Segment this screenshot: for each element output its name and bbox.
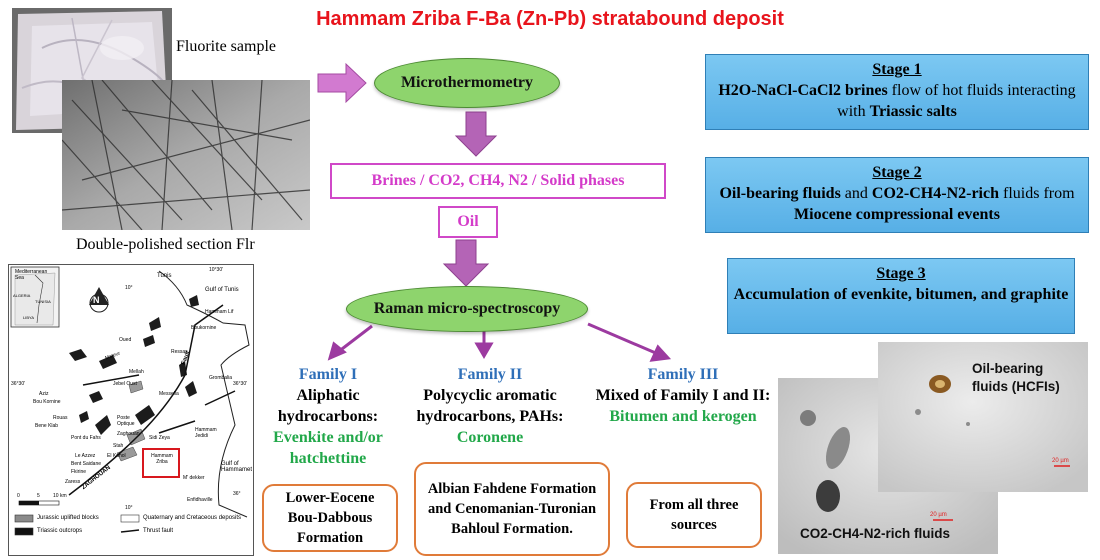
map-scale-label: 10 km <box>53 493 67 499</box>
family-1-example: Evenkite and/or hatchettine <box>273 429 383 467</box>
map-place: Bene Klab <box>35 423 59 429</box>
map-coord: 10° <box>125 285 133 291</box>
map-place: LIBYA <box>23 315 35 320</box>
map-place: Aziz <box>39 391 49 397</box>
geological-map: N Tunis Gulf of Tunis Mediterranean Sea … <box>8 264 254 556</box>
family-1-desc: Aliphatic hydrocarbons: <box>277 387 379 425</box>
map-coord: 10° <box>125 505 133 511</box>
family-1-title: Family I <box>298 366 358 383</box>
map-place: Messella <box>159 391 179 397</box>
section-caption: Double-polished section Flr <box>76 236 255 253</box>
family-3-title: Family III <box>647 366 719 383</box>
stage-1-title: Stage 1 <box>872 61 922 78</box>
oil-fluid-micrograph <box>878 342 1088 492</box>
map-legend-item: Thrust fault <box>143 528 174 534</box>
family-3-desc: Mixed of Family I and II: <box>595 387 771 404</box>
family-2-example: Coronene <box>456 429 524 446</box>
family-3-example: Bitumen and kerogen <box>609 408 757 425</box>
family-3-source-box: From all three sources <box>626 482 762 548</box>
map-place: Poste Optique <box>117 415 135 427</box>
map-place: Rouas <box>53 415 68 421</box>
map-place: TUNISIA <box>35 299 51 304</box>
stage-3-box: Stage 3 Accumulation of evenkite, bitume… <box>727 258 1075 334</box>
arrow-right-icon <box>317 62 367 104</box>
map-legend-item: Jurassic uplifted blocks <box>37 515 99 521</box>
polished-section-photo <box>62 80 310 230</box>
co2-fluid-label: CO2-CH4-N2-rich fluids <box>800 526 951 541</box>
map-place: Zaghouan <box>117 431 140 437</box>
raman-label: Raman micro-spectroscopy <box>373 300 561 317</box>
oil-label: Oil <box>457 213 479 230</box>
map-place: Tunis <box>157 273 172 279</box>
map-place: Hammam Lif <box>205 309 234 315</box>
map-scale-label: 0 <box>17 493 20 499</box>
arrow-down-icon <box>454 111 498 157</box>
microthermometry-label: Microthermometry <box>400 74 534 91</box>
map-coord: 36°30' <box>233 381 248 387</box>
family-3-source: From all three sources <box>649 497 739 533</box>
family-1: Family I Aliphatic hydrocarbons: Evenkit… <box>248 364 408 469</box>
map-place: Bou Kornine <box>33 399 61 405</box>
oil-fluid-label: Oil-bearing fluids (HCFIs) <box>972 361 1060 394</box>
stage-1-text: H2O-NaCl-CaCl2 brines flow of hot fluids… <box>718 82 1076 120</box>
stage-2-box: Stage 2 Oil-bearing fluids and CO2-CH4-N… <box>705 157 1089 233</box>
map-coord: 36° <box>233 491 241 497</box>
map-place: Boukornine <box>191 325 217 331</box>
map-coord: 10°30' <box>209 267 224 273</box>
stage-2-text: Oil-bearing fluids and CO2-CH4-N2-rich f… <box>719 185 1075 223</box>
map-place: El Kohol <box>107 453 126 459</box>
family-2-title: Family II <box>457 366 523 383</box>
map-place: Ressas <box>171 349 188 355</box>
phases-label: Brines / CO2, CH4, N2 / Solid phases <box>371 172 625 189</box>
map-place: Gulf of Tunis <box>205 287 239 293</box>
map-place: Fkirine <box>71 469 87 475</box>
stage-1-box: Stage 1 H2O-NaCl-CaCl2 brines flow of ho… <box>705 54 1089 130</box>
family-3: Family III Mixed of Family I and II: Bit… <box>594 364 772 427</box>
family-2-desc: Polycyclic aromatic hydrocarbons, PAHs: <box>416 387 564 425</box>
map-place: Grombalia <box>209 375 233 381</box>
map-place: Gulf of Hammamet <box>221 461 253 473</box>
map-place: Stah <box>113 443 124 449</box>
family-2-source: Albian Fahdene Formation and Cenomanian-… <box>427 481 597 537</box>
map-place: Enfidhaville <box>187 497 213 503</box>
map-place: Le Azzez <box>75 453 96 459</box>
family-2: Family II Polycyclic aromatic hydrocarbo… <box>402 364 578 448</box>
map-place: M' dekker <box>183 475 205 481</box>
map-scale-label: 5 <box>37 493 40 499</box>
map-place: ALGERIA <box>13 293 31 298</box>
map-place: Mellah <box>129 369 144 375</box>
map-place: Bent Saidane <box>71 461 102 467</box>
phases-box: Brines / CO2, CH4, N2 / Solid phases <box>330 163 666 199</box>
map-coord: 36°30' <box>11 381 26 387</box>
diagram-title: Hammam Zriba F-Ba (Zn-Pb) stratabound de… <box>316 8 784 30</box>
microthermometry-node: Microthermometry <box>374 58 560 108</box>
map-place: Zaress <box>65 479 81 485</box>
fluorite-caption: Fluorite sample <box>176 38 276 55</box>
stage-3-text: Accumulation of evenkite, bitumen, and g… <box>733 286 1069 303</box>
map-north-label: N <box>93 295 100 305</box>
oil-box: Oil <box>438 206 498 238</box>
arrow-down-icon <box>442 239 490 287</box>
map-place: Oued <box>119 337 132 343</box>
stage-2-title: Stage 2 <box>872 164 922 181</box>
map-place: Sidi Zeya <box>149 435 170 441</box>
family-2-source-box: Albian Fahdene Formation and Cenomanian-… <box>414 462 610 556</box>
map-legend-item: Triassic outcrops <box>37 528 83 534</box>
stage-3-title: Stage 3 <box>876 265 926 282</box>
map-legend-item: Quaternary and Cretaceous deposits <box>143 515 242 521</box>
map-place: Pont du Fahs <box>71 435 101 441</box>
map-place: Hammam Jedidi <box>195 427 217 439</box>
map-place: Jebel Oust <box>113 381 137 387</box>
raman-node: Raman micro-spectroscopy <box>346 286 588 332</box>
family-1-source: Lower-Eocene Bou-Dabbous Formation <box>285 490 375 546</box>
map-place: Hammam Zriba <box>151 453 173 465</box>
family-1-source-box: Lower-Eocene Bou-Dabbous Formation <box>262 484 398 552</box>
scale-label-1: 20 µm <box>1052 458 1069 464</box>
scale-label-2: 20 µm <box>930 512 947 518</box>
map-place: Mediterranean Sea <box>15 269 48 281</box>
